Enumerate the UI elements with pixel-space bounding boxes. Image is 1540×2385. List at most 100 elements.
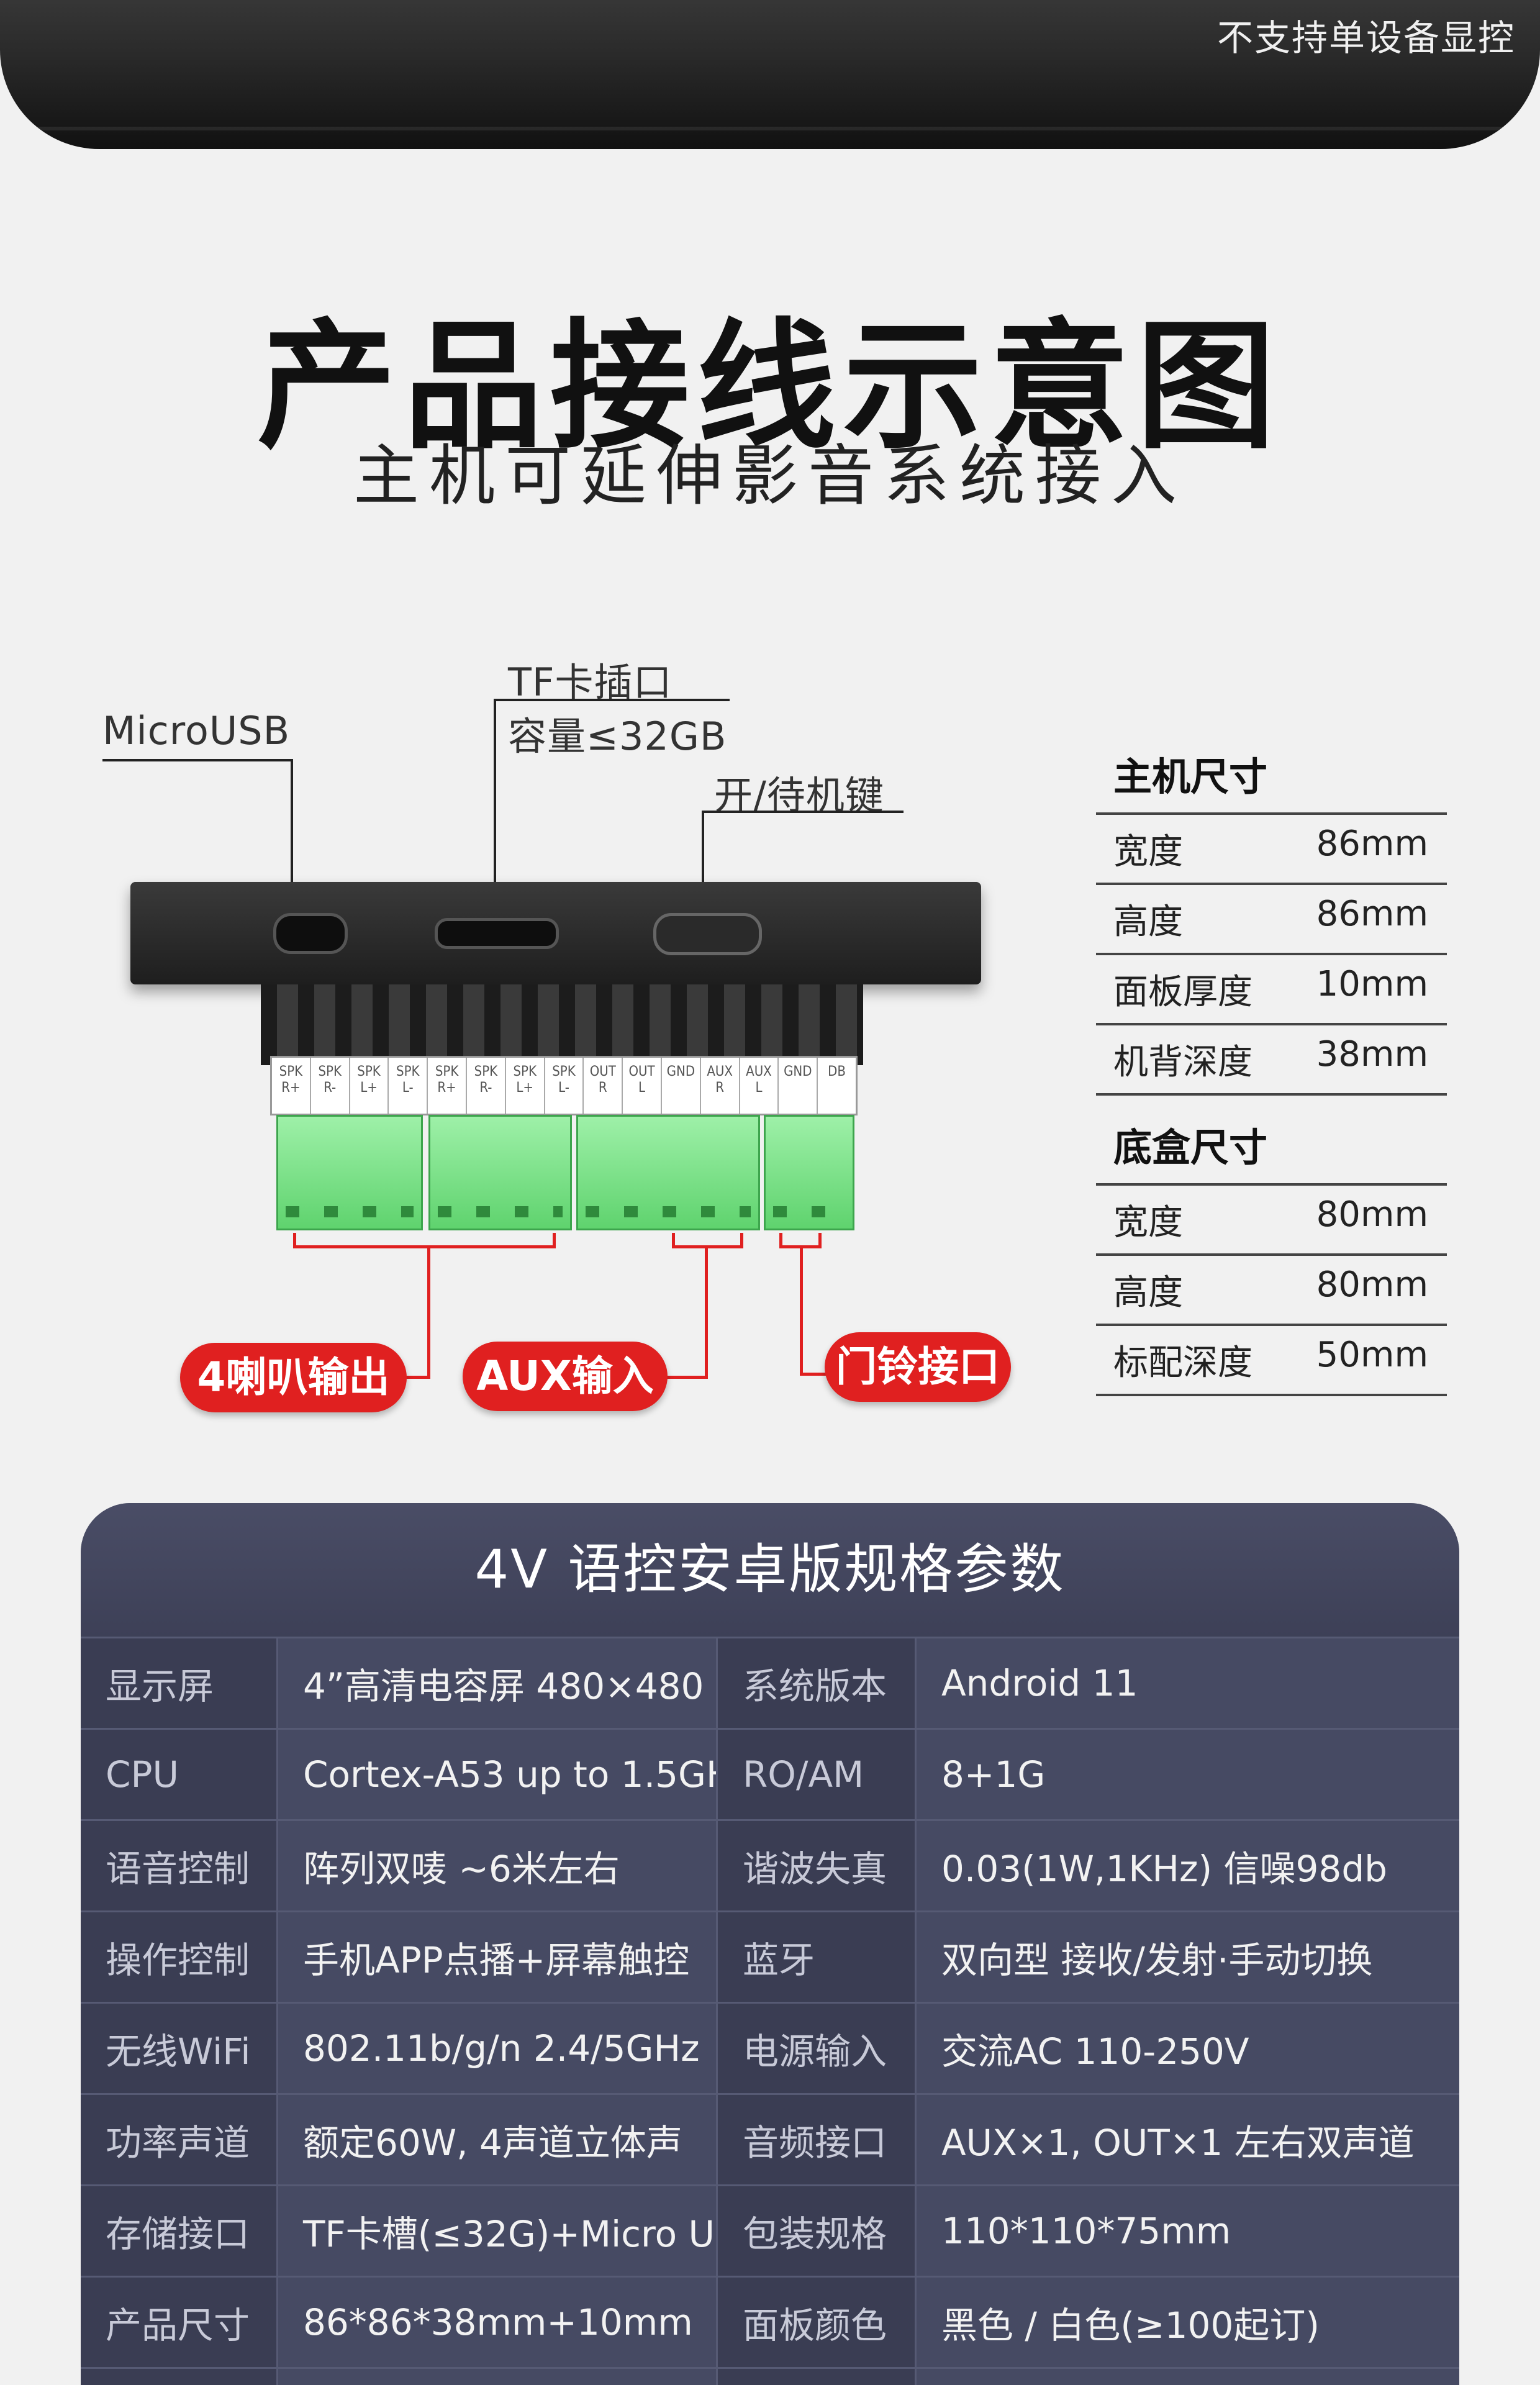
spec-value: 80mm xyxy=(1316,1265,1428,1305)
bracket-line xyxy=(740,1233,743,1248)
param-value: 阵列双唛 ~6米左右 xyxy=(276,1821,716,1910)
param-key: 语音控制 xyxy=(81,1821,276,1910)
param-key: 蓝牙 xyxy=(716,1912,915,2002)
bracket-line xyxy=(800,1245,803,1376)
param-value: 0.03(1W,1KHz) 信噪98db xyxy=(915,1821,1459,1910)
param-key: RO/AM xyxy=(716,1730,915,1819)
param-value: Cortex-A53 up to 1.5GHz xyxy=(276,1730,752,1819)
spec-label: 宽度 xyxy=(1113,1202,1183,1243)
page-title: 产品接线示意图 xyxy=(257,306,1283,468)
param-value: 交流AC 110-250V xyxy=(915,2004,1459,2093)
banner-background xyxy=(0,0,1540,149)
param-value: 4”高清电容屏 480×480 xyxy=(276,1638,716,1728)
bracket-line xyxy=(427,1245,430,1379)
wiring-diagram: MicroUSB TF卡插口 容量≤32GB 开/待机键 SPK R+ SPK … xyxy=(0,621,1540,1491)
param-key: 电源输入 xyxy=(716,2004,915,2093)
table-row: 功率声道 额定60W, 4声道立体声 音频接口 AUX×1, OUT×1 左右双… xyxy=(81,2093,1459,2184)
param-key: 面板颜色 xyxy=(716,2278,915,2367)
param-key: 功率声道 xyxy=(81,2095,276,2184)
bracket-line xyxy=(293,1233,296,1248)
spec-value: 86mm xyxy=(1316,824,1428,864)
speaker-output-tag: 4喇叭输出 xyxy=(180,1343,407,1412)
callout-tf-capacity: 容量≤32GB xyxy=(508,714,727,759)
doorbell-port-tag: 门铃接口 xyxy=(825,1332,1011,1402)
callout-line xyxy=(291,759,293,920)
spec-parameter-table: 4V 语控安卓版规格参数 显示屏 4”高清电容屏 480×480 系统版本 An… xyxy=(81,1503,1459,2385)
pin-label: SPK R- xyxy=(467,1058,506,1114)
banner-note: 不支持单设备显控 xyxy=(1216,17,1515,59)
table-row: 操作控制 手机APP点播+屏幕触控 蓝牙 双向型 接收/发射·手动切换 xyxy=(81,1910,1459,2002)
pin-label: GND xyxy=(662,1058,701,1114)
spec-label: 面板厚度 xyxy=(1113,972,1252,1012)
table-row: 产品尺寸 86*86*38mm+10mm 面板颜色 黑色 / 白色(≥100起订… xyxy=(81,2276,1459,2367)
callout-line xyxy=(102,759,292,761)
param-value: TF卡槽(≤32G)+Micro USB xyxy=(276,2186,763,2276)
param-key: CPU xyxy=(81,1730,276,1819)
param-value: 86*86*38mm+10mm xyxy=(276,2278,716,2367)
table-row: 存储接口 TF卡槽(≤32G)+Micro USB 包装规格 110*110*7… xyxy=(81,2184,1459,2276)
pin-label: SPK L+ xyxy=(506,1058,545,1114)
param-value: AUX×1, OUT×1 左右双声道 xyxy=(915,2095,1459,2184)
spec-value: 10mm xyxy=(1316,964,1428,1004)
bracket-line xyxy=(553,1233,556,1248)
bracket-line xyxy=(818,1233,822,1248)
micro-usb-port xyxy=(273,913,348,954)
spec-row: 标配深度 50mm xyxy=(1096,1326,1447,1396)
table-row: 语音控制 阵列双唛 ~6米左右 谐波失真 0.03(1W,1KHz) 信噪98d… xyxy=(81,1819,1459,1910)
callout-line xyxy=(494,699,730,701)
bracket-line xyxy=(293,1245,556,1248)
callout-tf-slot: TF卡插口 xyxy=(508,660,673,705)
pin-label: SPK R- xyxy=(311,1058,350,1114)
bracket-line xyxy=(404,1376,430,1379)
callout-line xyxy=(702,811,904,813)
host-size-heading: 主机尺寸 xyxy=(1096,745,1447,815)
bracket-line xyxy=(672,1233,675,1248)
pin-label: SPK L- xyxy=(545,1058,584,1114)
callout-power-key: 开/待机键 xyxy=(714,773,884,818)
table-row-partial xyxy=(81,2367,1459,2385)
spec-value: 50mm xyxy=(1316,1335,1428,1375)
bracket-line xyxy=(705,1245,708,1379)
pin-label: SPK L- xyxy=(389,1058,428,1114)
param-value: 802.11b/g/n 2.4/5GHz xyxy=(276,2004,716,2093)
pin-label: AUX R xyxy=(701,1058,740,1114)
spec-row: 面板厚度 10mm xyxy=(1096,955,1447,1025)
terminal-block xyxy=(576,1115,760,1230)
terminal-block xyxy=(764,1115,854,1230)
param-value: 8+1G xyxy=(915,1730,1459,1819)
pin-label: GND xyxy=(779,1058,818,1114)
param-key: 产品尺寸 xyxy=(81,2278,276,2367)
param-key xyxy=(716,2369,915,2385)
param-value xyxy=(276,2369,716,2385)
param-key: 系统版本 xyxy=(716,1638,915,1728)
param-key: 谐波失真 xyxy=(716,1821,915,1910)
param-value xyxy=(915,2369,1459,2385)
device-back-vents xyxy=(261,984,863,1065)
table-row: CPU Cortex-A53 up to 1.5GHz RO/AM 8+1G xyxy=(81,1728,1459,1819)
spec-label: 标配深度 xyxy=(1113,1343,1252,1383)
param-value: 黑色 / 白色(≥100起订) xyxy=(915,2278,1459,2367)
spec-row: 机背深度 38mm xyxy=(1096,1025,1447,1096)
param-key xyxy=(81,2369,276,2385)
parameter-table-title: 4V 语控安卓版规格参数 xyxy=(81,1503,1459,1637)
spec-value: 80mm xyxy=(1316,1194,1428,1235)
page-subtitle: 主机可延伸影音系统接入 xyxy=(353,438,1187,514)
spec-value: 38mm xyxy=(1316,1034,1428,1074)
top-banner: 不支持单设备显控 xyxy=(0,0,1540,149)
spec-label: 机背深度 xyxy=(1113,1042,1252,1083)
spec-row: 宽度 80mm xyxy=(1096,1186,1447,1256)
table-row: 显示屏 4”高清电容屏 480×480 系统版本 Android 11 xyxy=(81,1637,1459,1728)
terminal-block xyxy=(428,1115,572,1230)
param-key: 存储接口 xyxy=(81,2186,276,2276)
terminal-block xyxy=(276,1115,423,1230)
spec-value: 86mm xyxy=(1316,894,1428,934)
param-value: 110*110*75mm xyxy=(915,2186,1459,2276)
param-value: 手机APP点播+屏幕触控 xyxy=(276,1912,716,2002)
param-key: 显示屏 xyxy=(81,1638,276,1728)
callout-micro-usb: MicroUSB xyxy=(102,708,291,753)
